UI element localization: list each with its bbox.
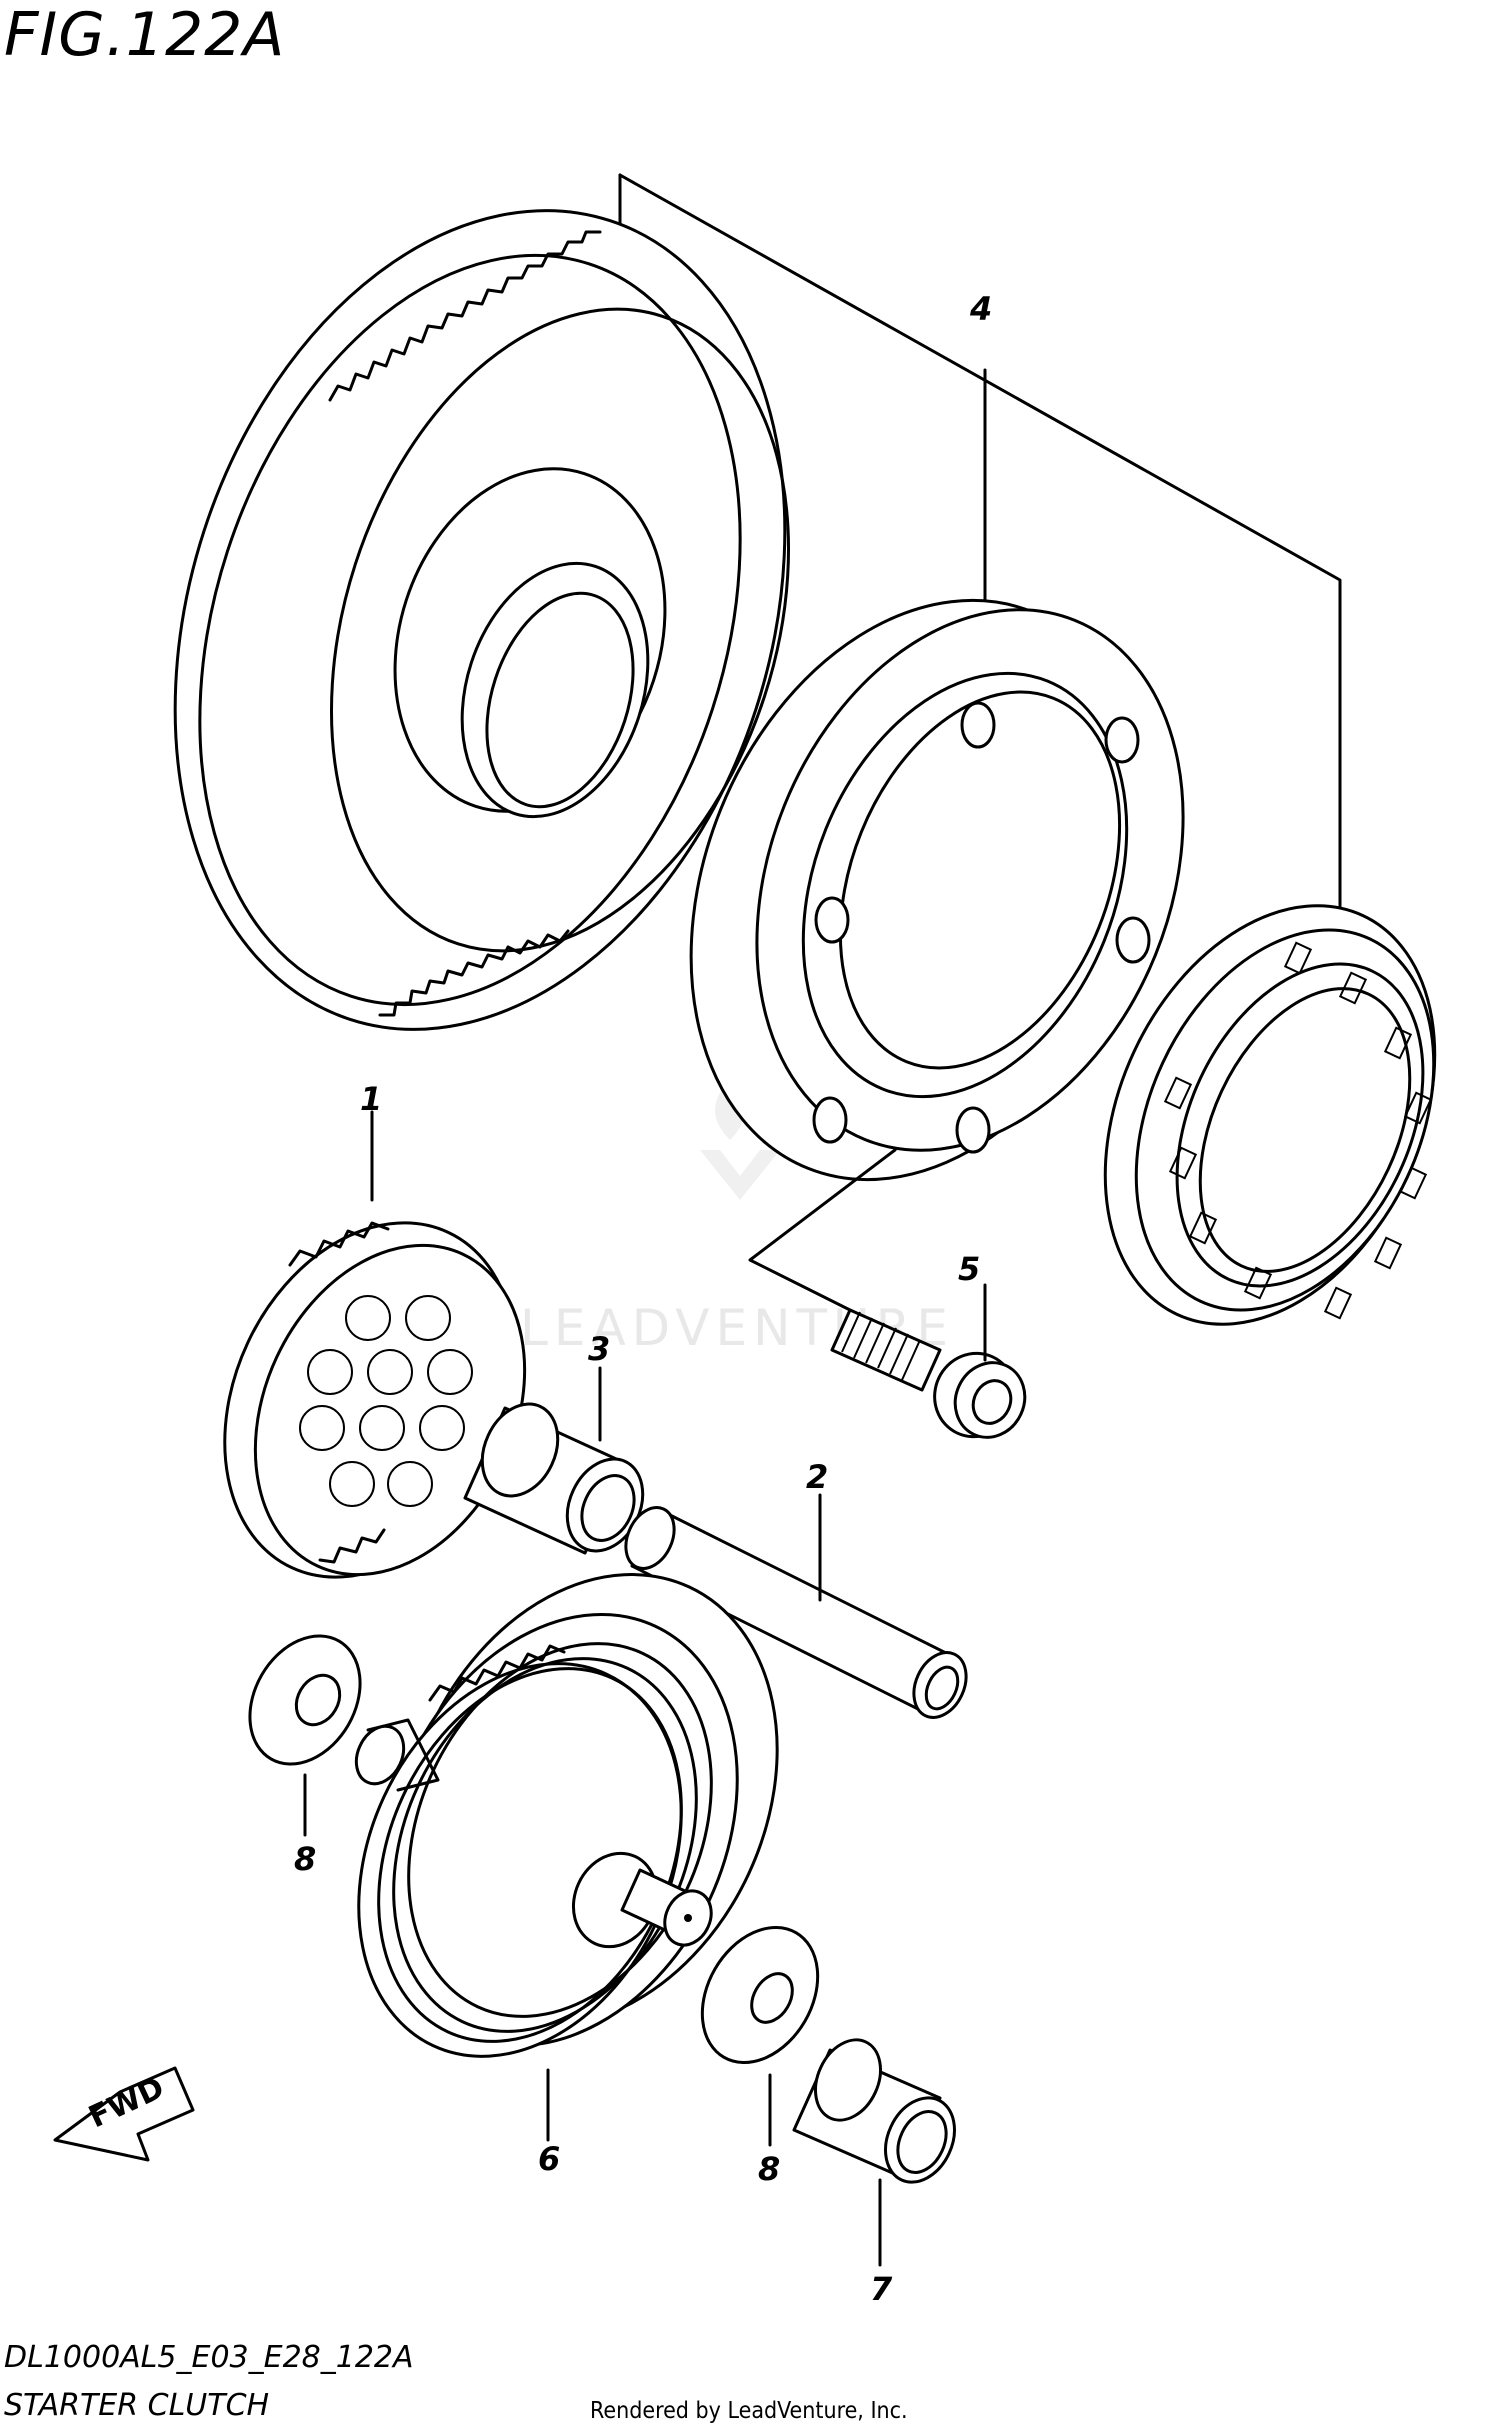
- callout-3: 3: [588, 1330, 610, 1368]
- one-way-clutch: [1103, 904, 1437, 1326]
- starter-clutch-gear: [354, 1573, 779, 2058]
- bolt: [830, 1308, 1027, 1439]
- bushing: [792, 2038, 956, 2184]
- washer: [248, 1634, 362, 1766]
- callout-5: 5: [958, 1250, 980, 1288]
- callout-6: 6: [538, 2140, 560, 2178]
- figure-title: FIG.122A: [4, 0, 286, 70]
- callout-7: 7: [870, 2270, 893, 2308]
- callout-1: 1: [360, 1080, 382, 1118]
- render-credit: Rendered by LeadVenture, Inc.: [590, 2398, 908, 2424]
- callout-2: 2: [806, 1458, 828, 1496]
- fwd-arrow-icon: FWD: [53, 2066, 195, 2162]
- washer: [700, 1925, 820, 2065]
- callout-4: 4: [969, 290, 992, 328]
- shaft: [624, 1506, 968, 1719]
- leader-lines: [303, 1110, 987, 2267]
- figure-caption: STARTER CLUTCH: [4, 2388, 270, 2423]
- starter-driven-gear: [173, 209, 790, 1031]
- callout-8: 8: [758, 2150, 780, 2188]
- starter-clutch-housing: [689, 598, 1185, 1322]
- callout-labels: 1 2 3 4 5 6 7 8 8: [294, 290, 992, 2308]
- model-code: DL1000AL5_E03_E28_122A: [4, 2340, 414, 2375]
- starter-idle-gear: [223, 1221, 527, 1579]
- callout-8: 8: [294, 1840, 316, 1878]
